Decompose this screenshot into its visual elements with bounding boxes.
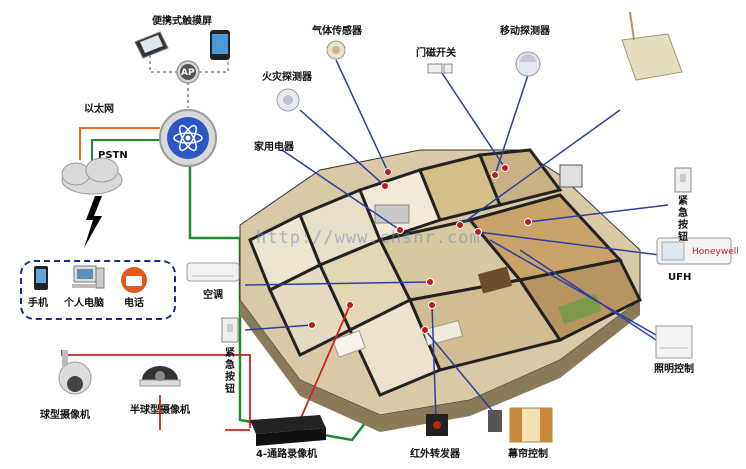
telephone-label: 电话	[124, 298, 144, 309]
lighting-control-label: 照明控制	[654, 364, 694, 375]
air-conditioner-label: 空调	[203, 290, 223, 301]
ethernet-label: 以太网	[84, 104, 114, 115]
dome-camera-label: 球型摄像机	[40, 410, 90, 421]
thermostat-icon	[656, 237, 732, 265]
motion-detector-label: 移动探测器	[500, 26, 550, 37]
emergency-button-right-label: 紧急 按钮	[676, 196, 690, 244]
touchscreen-panel-icon	[134, 31, 169, 59]
ethernet-line	[79, 127, 160, 160]
motion-detector-icon	[515, 51, 541, 77]
pstn-line	[91, 139, 165, 165]
ap-label: AP	[181, 68, 195, 78]
appliances-label: 家用电器	[254, 142, 294, 153]
lighting-switch-icon	[655, 325, 693, 359]
thermostat-brand: Honeywell	[692, 247, 739, 257]
emergency-button-left-label-2: 按钮	[225, 372, 235, 395]
dvr-icon	[250, 415, 326, 446]
mobile-phone-icon	[34, 266, 48, 290]
pc-label: 个人电脑	[64, 298, 104, 309]
house-floorplan	[239, 148, 643, 432]
emergency-button-right-label-1: 紧急	[678, 196, 688, 219]
emergency-button-left-label: 紧急 按钮	[223, 348, 237, 396]
emergency-button-left-label-1: 紧急	[225, 348, 235, 371]
ufh-label: UFH	[668, 272, 692, 283]
ap-icon	[176, 60, 200, 84]
half-dome-camera-icon	[139, 366, 181, 387]
pc-icon	[72, 265, 105, 289]
gas-sensor-label: 气体传感器	[312, 26, 362, 37]
smartphone-icon	[210, 30, 230, 60]
air-conditioner-icon	[186, 262, 240, 282]
wireless-module-icon	[621, 11, 683, 81]
fire-detector-icon	[276, 88, 300, 112]
remote-devices-group	[20, 260, 176, 320]
sensor-lines	[244, 59, 669, 421]
ir-repeater-icon	[426, 414, 448, 436]
door-magnet-label: 门磁开关	[416, 48, 456, 59]
lightning-icon	[84, 196, 102, 248]
hub-icon	[159, 109, 217, 167]
telephone-icon	[121, 267, 147, 293]
emergency-button-right-label-2: 按钮	[678, 220, 688, 243]
curtain-switch-icon	[488, 410, 502, 432]
pstn-label: PSTN	[98, 150, 128, 161]
curtain-icon	[509, 407, 553, 443]
curtain-control-label: 幕帘控制	[508, 449, 548, 460]
gas-sensor-icon	[326, 40, 346, 60]
fire-detector-label: 火灾探测器	[262, 72, 312, 83]
watermark: http://www.chsnr.com	[256, 228, 481, 248]
door-magnet-icon	[427, 63, 453, 74]
portable-touchscreen-label: 便携式触摸屏	[152, 16, 212, 27]
emergency-button-right-icon	[674, 167, 692, 193]
dvr-label: 4-通路录像机	[256, 449, 318, 460]
ir-repeater-label: 红外转发器	[410, 449, 460, 460]
half-dome-camera-label: 半球型摄像机	[130, 405, 190, 416]
cloud-icon	[61, 157, 123, 195]
dome-camera-icon	[58, 350, 92, 395]
phone-label: 手机	[28, 298, 48, 309]
emergency-button-left-icon	[221, 317, 239, 343]
